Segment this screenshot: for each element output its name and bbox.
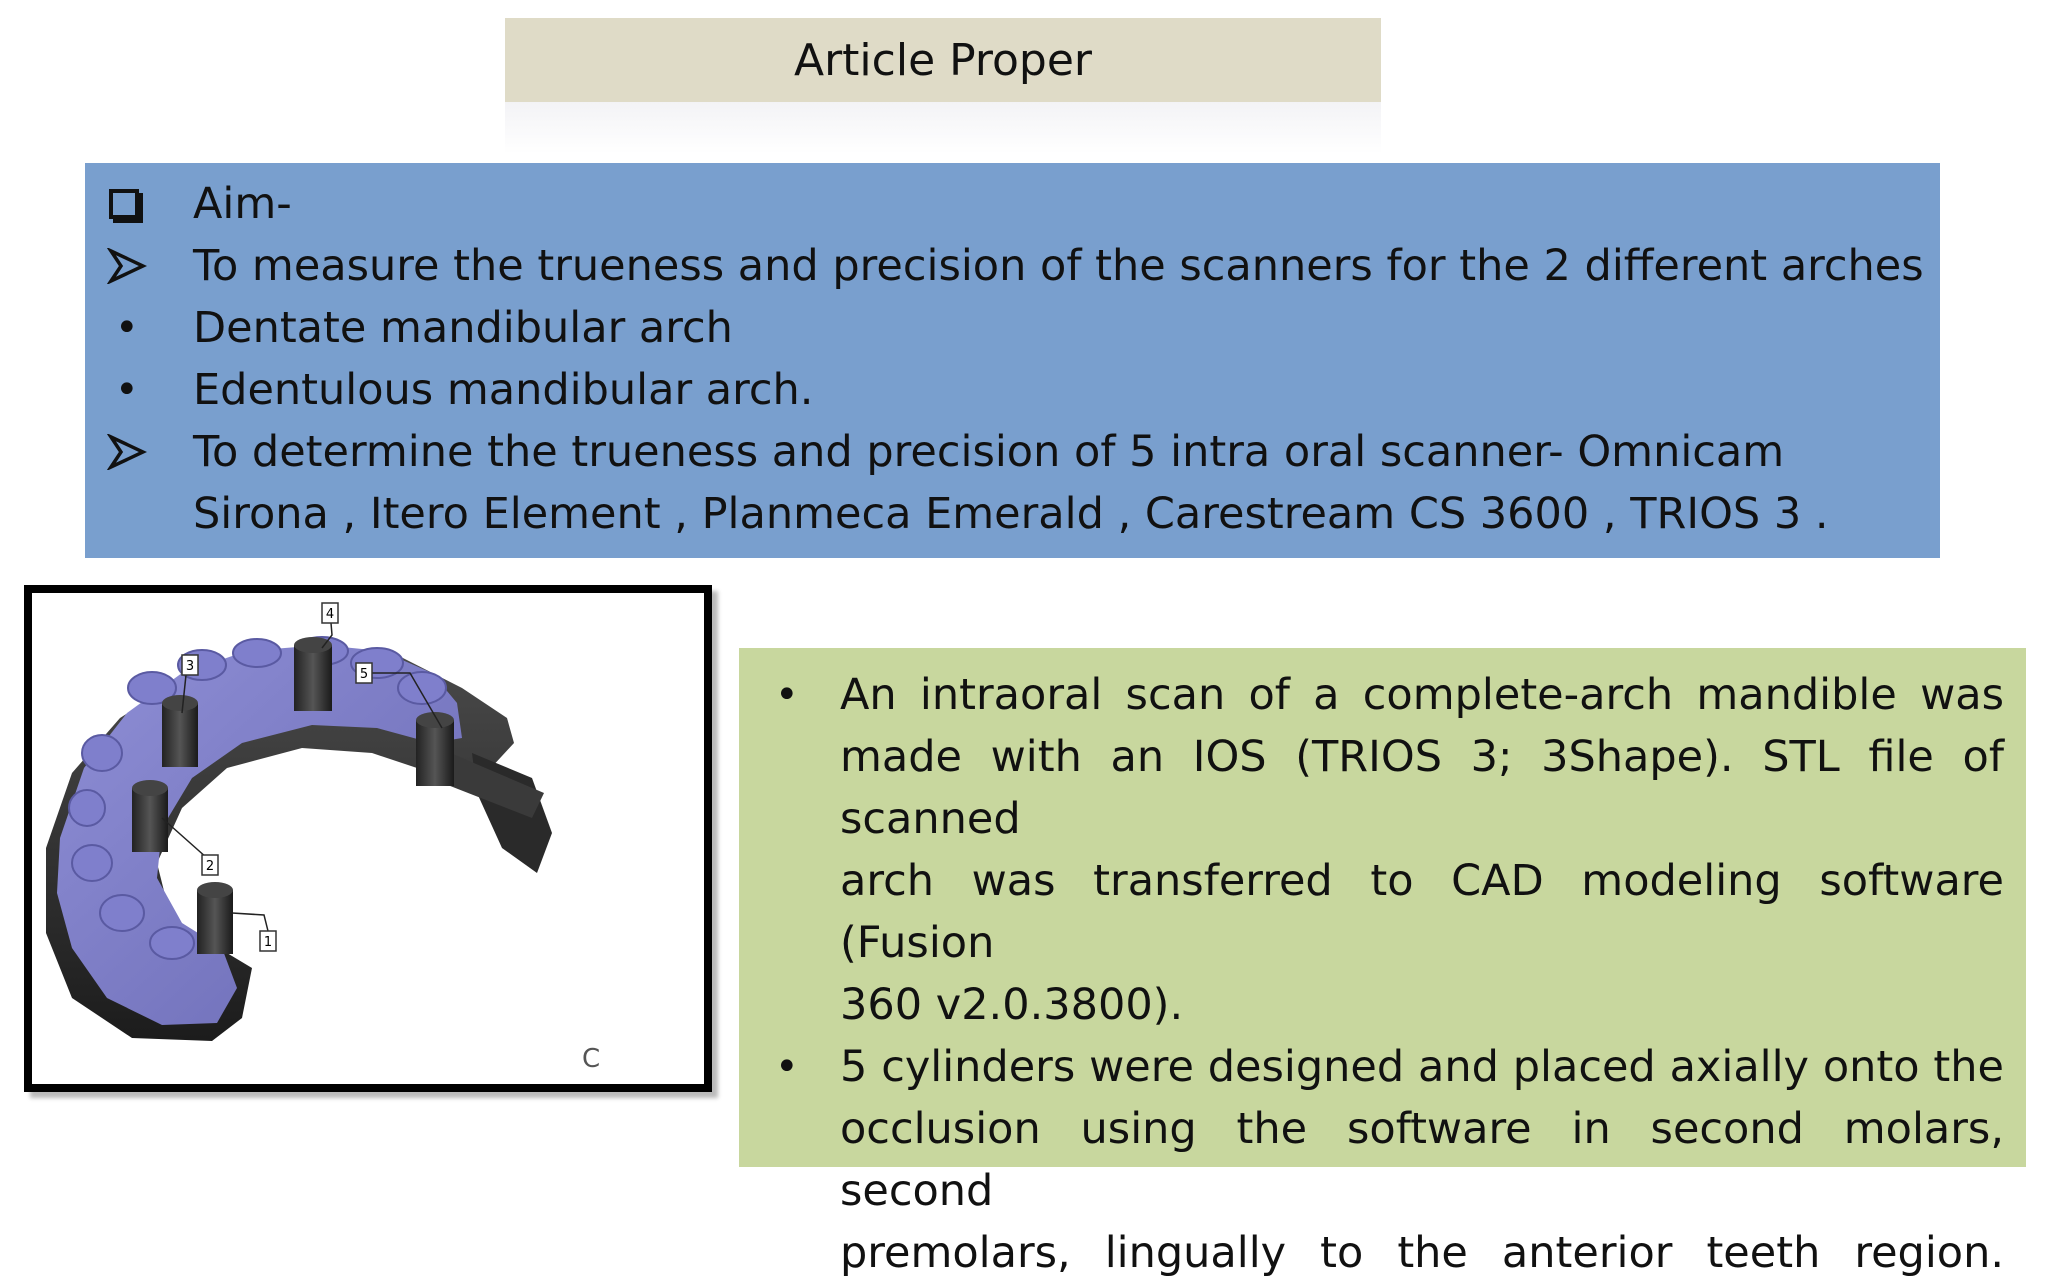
aim-point-text: To measure the trueness and precision of… xyxy=(193,241,1924,291)
arrow-bullet-icon xyxy=(107,421,193,483)
method-line: 360 v2.0.3800). xyxy=(840,980,1184,1030)
checkbox-square-icon xyxy=(107,173,193,235)
method-line: occlusion using the software in second m… xyxy=(840,1104,2004,1216)
aim-point: • Dentate mandibular arch xyxy=(107,297,1920,359)
method-item: • 5 cylinders were designed and placed a… xyxy=(755,1036,2004,1284)
method-box: • An intraoral scan of a complete-arch m… xyxy=(739,648,2026,1278)
method-item: • An intraoral scan of a complete-arch m… xyxy=(755,664,2004,1036)
panel-letter: C xyxy=(582,1044,600,1074)
dental-arch-figure: 1 2 3 4 5 C xyxy=(24,585,712,1092)
aim-point-text: Edentulous mandibular arch. xyxy=(193,365,814,415)
aim-point: • Edentulous mandibular arch. xyxy=(107,359,1920,421)
dot-bullet-icon: • xyxy=(115,305,139,351)
method-line: An intraoral scan of a complete-arch man… xyxy=(840,670,2004,720)
dot-bullet-icon: • xyxy=(775,672,799,718)
aim-point-text: Sirona , Itero Element , Planmeca Emeral… xyxy=(193,489,1829,539)
aim-heading-line: Aim- xyxy=(107,173,1920,235)
aim-point: To determine the trueness and precision … xyxy=(107,421,1920,483)
title-banner: Article Proper xyxy=(505,18,1381,102)
method-line: 5 cylinders were designed and placed axi… xyxy=(840,1042,2004,1092)
callout-2: 2 xyxy=(206,859,214,874)
slide-title: Article Proper xyxy=(793,34,1093,86)
aim-point: To measure the trueness and precision of… xyxy=(107,235,1924,297)
arrow-bullet-icon xyxy=(107,235,193,297)
title-banner-shadow xyxy=(505,102,1381,154)
aim-box: Aim- To measure the trueness and precisi… xyxy=(85,163,1940,558)
aim-point-continuation: Sirona , Itero Element , Planmeca Emeral… xyxy=(107,483,1920,545)
method-item-text: 5 cylinders were designed and placed axi… xyxy=(840,1036,2004,1284)
aim-point-text: Dentate mandibular arch xyxy=(193,303,733,353)
aim-point-text: To determine the trueness and precision … xyxy=(193,427,1785,477)
method-line: made with an IOS (TRIOS 3; 3Shape). STL … xyxy=(840,732,2004,844)
aim-heading: Aim- xyxy=(193,179,292,229)
method-line: arch was transferred to CAD modeling sof… xyxy=(840,856,2004,968)
callout-3: 3 xyxy=(186,659,194,674)
callout-4: 4 xyxy=(326,607,334,622)
method-item-text: An intraoral scan of a complete-arch man… xyxy=(840,664,2004,1036)
callout-1: 1 xyxy=(264,935,272,950)
dot-bullet-icon: • xyxy=(775,1044,799,1090)
callout-5: 5 xyxy=(360,667,368,682)
method-line: premolars, lingually to the anterior tee… xyxy=(840,1228,2004,1278)
mandibular-arch-model-image: 1 2 3 4 5 C xyxy=(46,602,600,1074)
dot-bullet-icon: • xyxy=(115,367,139,413)
